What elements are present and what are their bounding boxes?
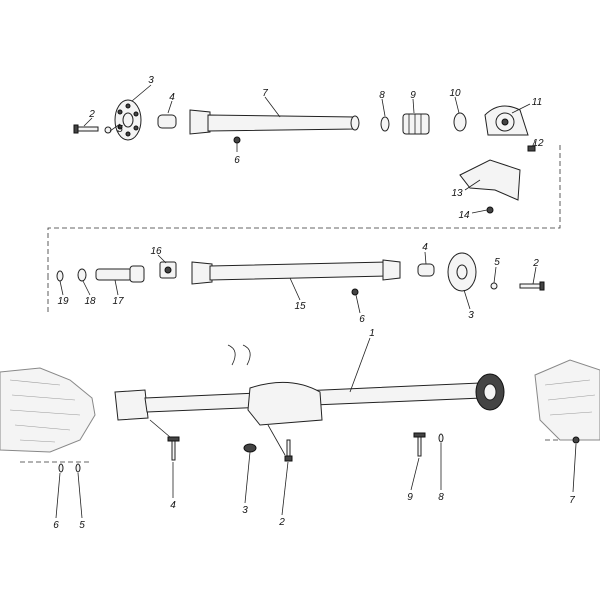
- callout-label: 9: [410, 90, 416, 101]
- callout-label: 14: [458, 210, 470, 221]
- heat-shield: [459, 159, 521, 201]
- callout-label: 12: [532, 138, 544, 149]
- washer: [104, 126, 112, 134]
- callout-label: 7: [569, 495, 575, 506]
- seal: [77, 268, 87, 282]
- middle-shaft-assembly: 16 19 18 17 15 4 6 3 5 2: [56, 242, 545, 325]
- washer: [58, 463, 64, 473]
- washer: [438, 433, 444, 443]
- assembly-frame-lines: [20, 145, 590, 463]
- seal: [453, 112, 467, 132]
- callout-label: 2: [278, 517, 285, 528]
- front-shaft: [189, 109, 360, 135]
- transmission: [0, 367, 96, 453]
- bolt: [73, 124, 99, 134]
- snap-ring: [56, 270, 64, 282]
- propeller-shaft: [114, 373, 505, 426]
- rear-shaft: [191, 259, 401, 285]
- callout-label: 3: [242, 505, 248, 516]
- bolt: [519, 281, 545, 291]
- callout-label: 17: [112, 296, 124, 307]
- callout-label: 3: [468, 310, 474, 321]
- callout-label: 4: [422, 242, 428, 253]
- top-shaft-assembly: 2 3 4 5 7 6 8 9 10 11 12 13 14: [73, 75, 544, 221]
- callout-label: 13: [451, 188, 463, 199]
- callout-label: 6: [53, 520, 59, 531]
- bearing-nut: [527, 145, 536, 152]
- flex-coupling: [447, 252, 477, 292]
- callout-label: 6: [234, 155, 240, 166]
- bolt: [413, 432, 426, 457]
- installed-shaft-assembly: 1 6 5 4 3 2 9 8 7: [0, 328, 600, 531]
- center-bearing: [484, 105, 529, 136]
- centering-sleeve: [157, 114, 177, 129]
- callout-label: 6: [359, 314, 365, 325]
- callout-label: 18: [84, 296, 96, 307]
- bolt: [284, 439, 293, 462]
- washer: [490, 282, 498, 290]
- slip-yoke: [402, 113, 430, 135]
- callout-label: 10: [449, 88, 461, 99]
- universal-joint: [159, 261, 177, 279]
- callout-label: 8: [379, 90, 385, 101]
- callout-label: 2: [532, 258, 539, 269]
- snap-ring: [380, 116, 390, 132]
- nut: [351, 288, 359, 296]
- bolt: [167, 436, 180, 461]
- rear-differential: [534, 359, 600, 441]
- centering-sleeve: [417, 263, 435, 277]
- callout-label: 4: [169, 92, 175, 103]
- callout-label: 5: [79, 520, 85, 531]
- callout-label: 9: [407, 492, 413, 503]
- washer: [75, 463, 81, 473]
- shield-bolt: [486, 206, 494, 214]
- slip-yoke: [95, 265, 145, 283]
- callout-label: 19: [57, 296, 69, 307]
- callout-label: 3: [148, 75, 154, 86]
- callout-label: 5: [494, 257, 500, 268]
- callout-label: 11: [532, 97, 542, 108]
- center-bearing-nut: [243, 443, 257, 453]
- callout-label: 15: [294, 301, 306, 312]
- callout-label: 8: [438, 492, 444, 503]
- callout-label: 16: [150, 246, 162, 257]
- callout-label: 2: [88, 109, 95, 120]
- callout-label: 7: [262, 88, 268, 99]
- callout-label: 1: [369, 328, 375, 339]
- nut: [233, 136, 241, 144]
- flex-coupling: [114, 99, 142, 141]
- callout-label: 5: [117, 124, 123, 135]
- callout-label: 4: [170, 500, 176, 511]
- nut: [572, 436, 580, 444]
